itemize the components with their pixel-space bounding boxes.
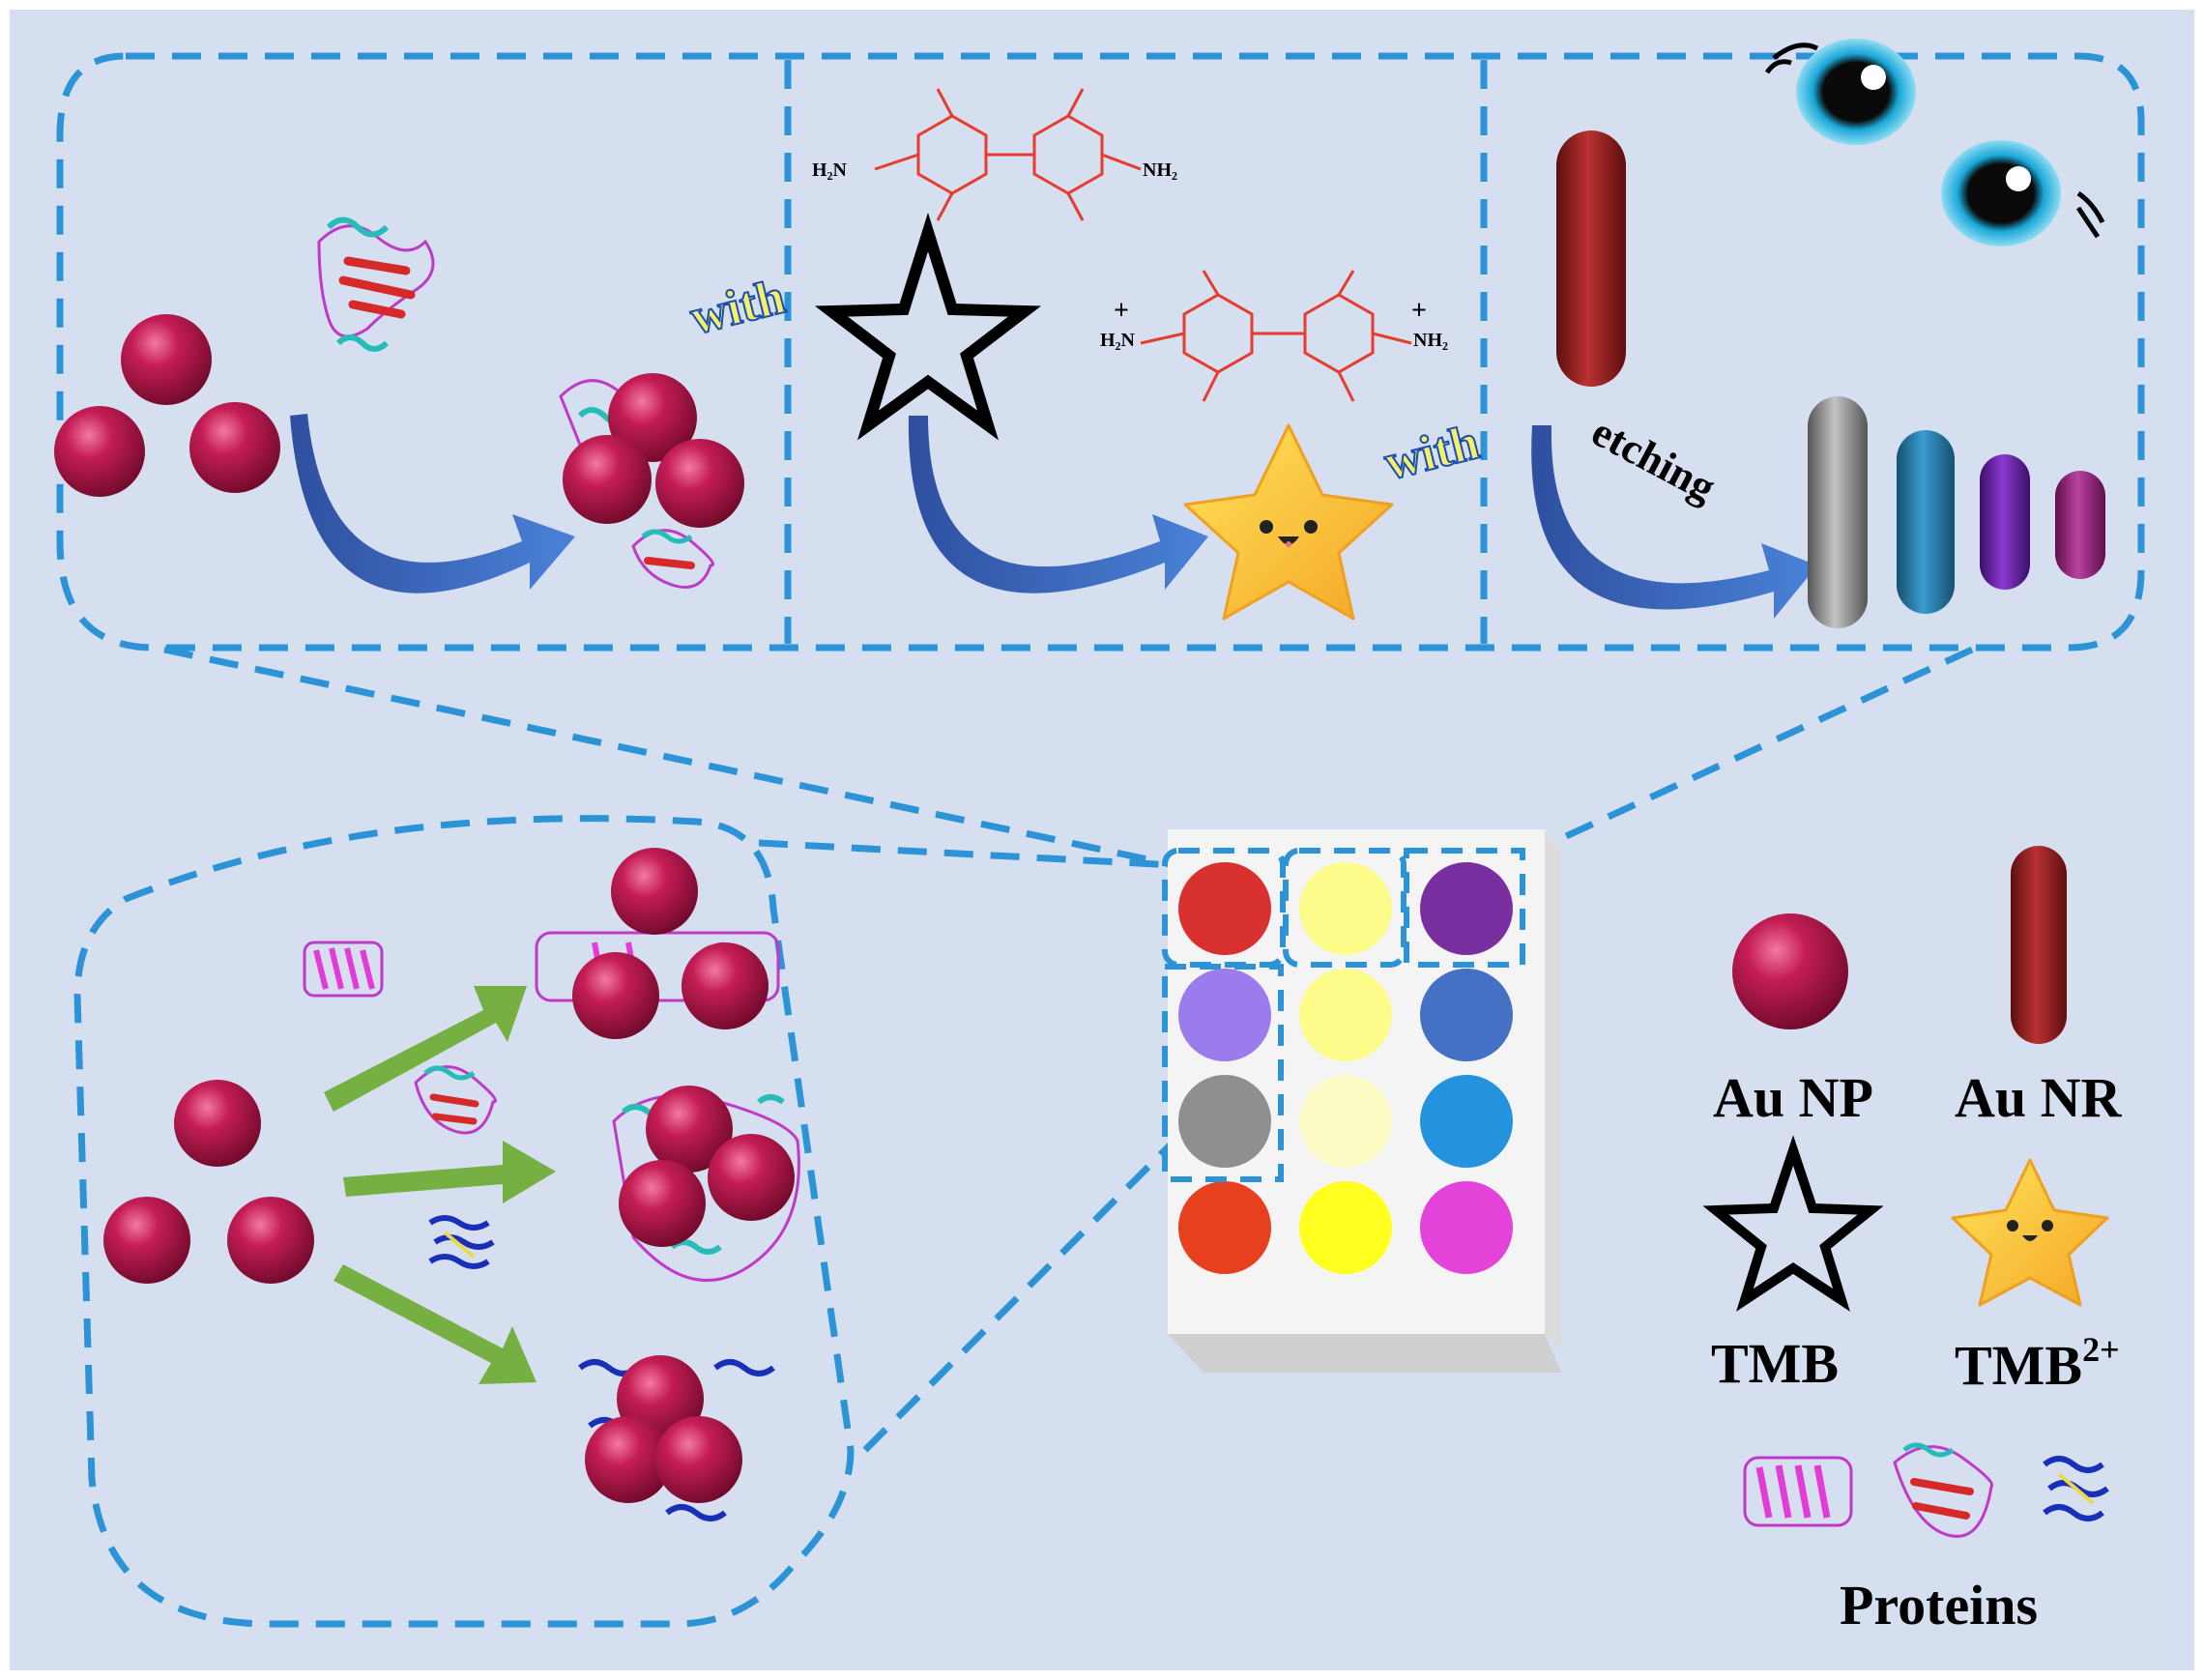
- plate-well: [1420, 1075, 1513, 1168]
- eyes-icon: [1764, 39, 2105, 246]
- green-arrow-icon: [343, 1141, 556, 1203]
- plate-well: [1299, 1181, 1392, 1274]
- protein-icon: [303, 941, 384, 998]
- tmb-star-icon: [814, 212, 1042, 441]
- gold-nanorod-etched: [1808, 396, 1868, 628]
- tmb-legend-star-icon: [1702, 1135, 1884, 1312]
- au-np-label: Au NP: [1713, 1066, 1873, 1129]
- gold-nanoparticle: [189, 402, 280, 493]
- protein-icon: [631, 529, 714, 589]
- gold-nanoparticle: [585, 1416, 672, 1503]
- gold-nanoparticle: [655, 1416, 742, 1503]
- amine-ox-left: H₂N: [1100, 330, 1136, 351]
- tmb-oxidized-structure: [1140, 270, 1412, 402]
- proteins-label: Proteins: [1840, 1574, 2038, 1637]
- well-plate: [1162, 829, 1561, 1373]
- protein-icon: [414, 1065, 497, 1135]
- plate-well: [1178, 1075, 1271, 1168]
- gold-nanoparticle: [608, 373, 697, 462]
- gold-nanoparticle: [572, 952, 659, 1039]
- tmb-ox-label-base: TMB: [1955, 1334, 2082, 1397]
- section-etching: etching: [1531, 39, 2105, 628]
- gold-nanorod-etched: [1897, 430, 1955, 614]
- section-oxidation: H₂N NH₂ + H₂N + NH₂: [812, 88, 1448, 621]
- plate-well: [1420, 1181, 1513, 1274]
- top-process-panel: [56, 52, 2145, 652]
- gold-nanoparticle: [227, 1197, 314, 1284]
- section-binding: [54, 217, 744, 594]
- gold-nanoparticle: [611, 848, 698, 935]
- gold-nanoparticle: [619, 1160, 706, 1247]
- tmb-oxidized-star-icon: [1183, 423, 1394, 621]
- protein-icon: [428, 1215, 495, 1269]
- protein-sensing-panel: [73, 815, 855, 1628]
- plate-well: [1420, 862, 1513, 955]
- gold-nanorod: [1556, 130, 1626, 387]
- amine-group-left: H₂N: [812, 159, 848, 181]
- protein-icon: [578, 1359, 775, 1521]
- protein-icon: [1893, 1442, 1994, 1538]
- gold-nanoparticle: [563, 435, 652, 524]
- plate-well: [1420, 969, 1513, 1061]
- legend: Au NP Au NR TMB TMB2+ Proteins: [1702, 846, 2123, 1637]
- plate-well: [1178, 969, 1271, 1061]
- plate-well: [1178, 1181, 1271, 1274]
- tmb-label: TMB: [1711, 1332, 1839, 1395]
- plate-well: [1299, 969, 1392, 1061]
- amine-ox-right: NH₂: [1413, 330, 1448, 351]
- gold-nanoparticle: [54, 406, 145, 497]
- green-arrow-icon: [334, 1264, 536, 1384]
- plate-well: [1299, 1075, 1392, 1168]
- gold-nanoparticle: [682, 942, 768, 1029]
- protein-icon: [1743, 1456, 1853, 1527]
- gold-nanoparticle: [103, 1197, 190, 1284]
- protein-icon: [2043, 1456, 2109, 1521]
- tmb-ox-legend-star-icon: [1951, 1158, 2109, 1307]
- tmb-ox-label: TMB2+: [1955, 1330, 2120, 1397]
- au-nr-label: Au NR: [1955, 1066, 2123, 1129]
- amine-group-right: NH₂: [1143, 159, 1177, 181]
- gold-nanoparticle: [708, 1134, 795, 1221]
- tmb-structure: [874, 88, 1142, 221]
- gold-nanoparticle: [646, 1086, 733, 1173]
- zoom-connectors: [163, 646, 1974, 1453]
- gold-nanoparticle: [121, 314, 212, 405]
- au-nr-legend-icon: [2011, 846, 2067, 1044]
- gold-nanoparticle: [174, 1080, 261, 1167]
- plate-well: [1178, 862, 1271, 955]
- green-arrow-icon: [324, 986, 527, 1112]
- protein-icon: [317, 217, 435, 352]
- figure-background: [10, 10, 2194, 1670]
- au-np-legend-icon: [1732, 913, 1848, 1029]
- plus-sign: +: [1411, 296, 1427, 326]
- tmb-ox-label-sup: 2+: [2082, 1330, 2120, 1369]
- curved-arrow-icon: [290, 414, 575, 594]
- gold-nanoparticle: [655, 439, 744, 528]
- plate-well: [1299, 862, 1392, 955]
- gold-nanorod-etched: [2055, 471, 2105, 579]
- curved-arrow-icon: [1531, 425, 1817, 619]
- plus-sign: +: [1114, 296, 1129, 326]
- gold-nanorod-etched: [1980, 454, 2030, 590]
